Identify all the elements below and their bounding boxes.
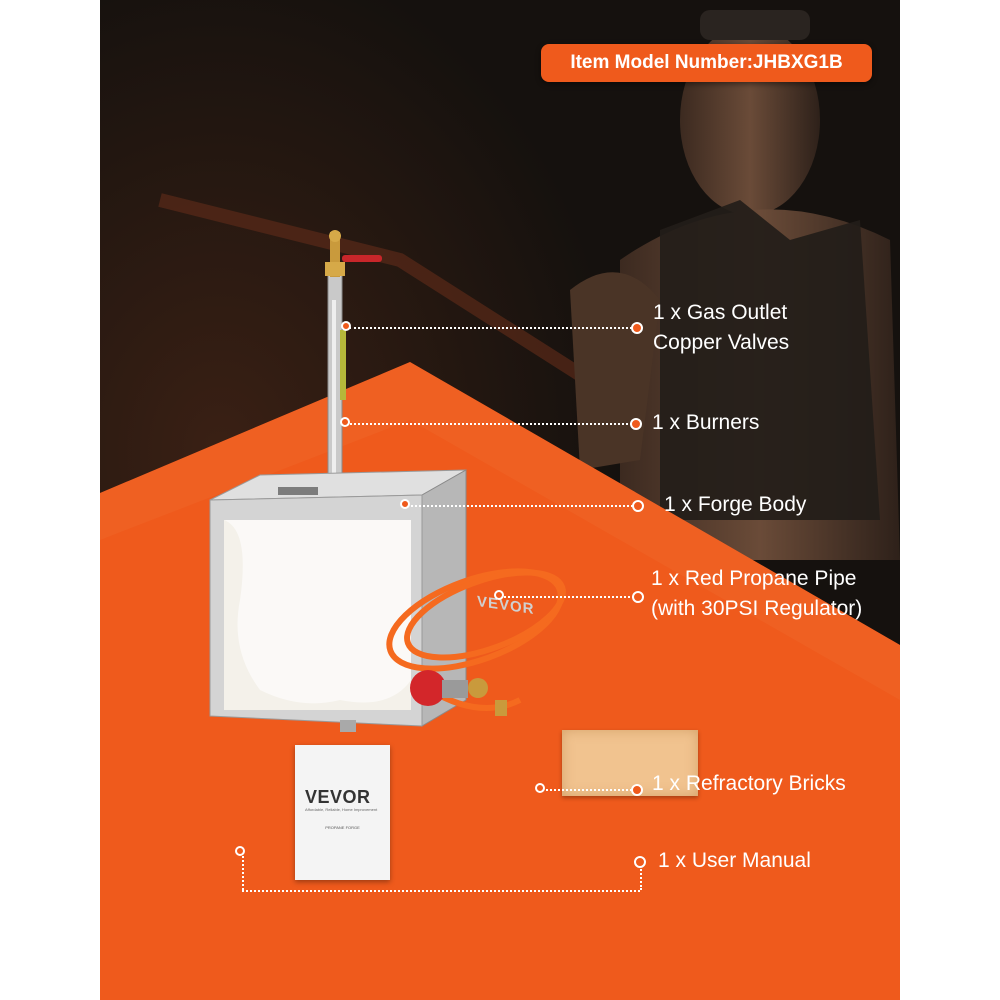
callout-line-valves — [349, 327, 636, 329]
callout-anchor-burners — [340, 417, 350, 427]
manual-brand-logo: VEVOR — [305, 787, 371, 807]
label-line: 1 x Red Propane Pipe — [651, 567, 857, 590]
label-line: 1 x Refractory Bricks — [652, 772, 846, 795]
product-panel: VEVOR VEVOR Affordable, Reliable, Home I… — [100, 0, 900, 1000]
callout-vline-manual-right — [640, 862, 642, 890]
copper-valve — [325, 230, 382, 277]
callout-line-burners — [347, 423, 635, 425]
blacksmith-silhouette — [570, 10, 900, 560]
label-line: 1 x Gas Outlet — [653, 301, 788, 324]
callout-line-manual — [242, 890, 640, 892]
label-line: 1 x User Manual — [658, 849, 811, 872]
callout-anchor-forge-body — [400, 499, 410, 509]
callout-line-bricks — [542, 789, 636, 791]
forge-illustration — [209, 230, 566, 732]
refractory-brick — [562, 730, 698, 796]
callout-dot-manual — [634, 856, 646, 868]
label-line: 1 x Burners — [652, 411, 760, 434]
callout-anchor-valves — [341, 321, 351, 331]
label-user-manual: 1 x User Manual — [658, 846, 811, 876]
label-line: Copper Valves — [653, 331, 790, 354]
callout-anchor-propane-pipe — [494, 590, 504, 600]
callout-dot-bricks — [631, 784, 643, 796]
callout-dot-valves — [631, 322, 643, 334]
callout-dot-forge-body — [632, 500, 644, 512]
model-number-badge: Item Model Number:JHBXG1B — [541, 44, 872, 82]
label-gas-outlet-valves: 1 x Gas Outlet Copper Valves — [653, 298, 789, 358]
callout-dot-burners — [630, 418, 642, 430]
burner-pipe — [327, 269, 346, 501]
label-red-propane-pipe: 1 x Red Propane Pipe (with 30PSI Regulat… — [651, 564, 862, 624]
label-line: 1 x Forge Body — [664, 493, 807, 516]
manual-slogan: Affordable, Reliable, Home Improvement — [305, 807, 378, 812]
callout-vline-manual — [242, 852, 244, 890]
callout-dot-propane-pipe — [632, 591, 644, 603]
callout-line-propane-pipe — [501, 596, 637, 598]
callout-anchor-manual — [235, 846, 245, 856]
label-line: (with 30PSI Regulator) — [651, 597, 863, 620]
background-rod — [158, 193, 624, 406]
callout-anchor-bricks — [535, 783, 545, 793]
label-burners: 1 x Burners — [652, 408, 759, 438]
pressure-regulator — [410, 670, 507, 716]
user-manual-booklet: VEVOR Affordable, Reliable, Home Improve… — [295, 745, 390, 880]
callout-line-forge-body — [407, 505, 637, 507]
label-forge-body: 1 x Forge Body — [664, 490, 806, 520]
manual-title: PROPANE FORGE — [325, 825, 360, 830]
label-refractory-bricks: 1 x Refractory Bricks — [652, 769, 846, 799]
